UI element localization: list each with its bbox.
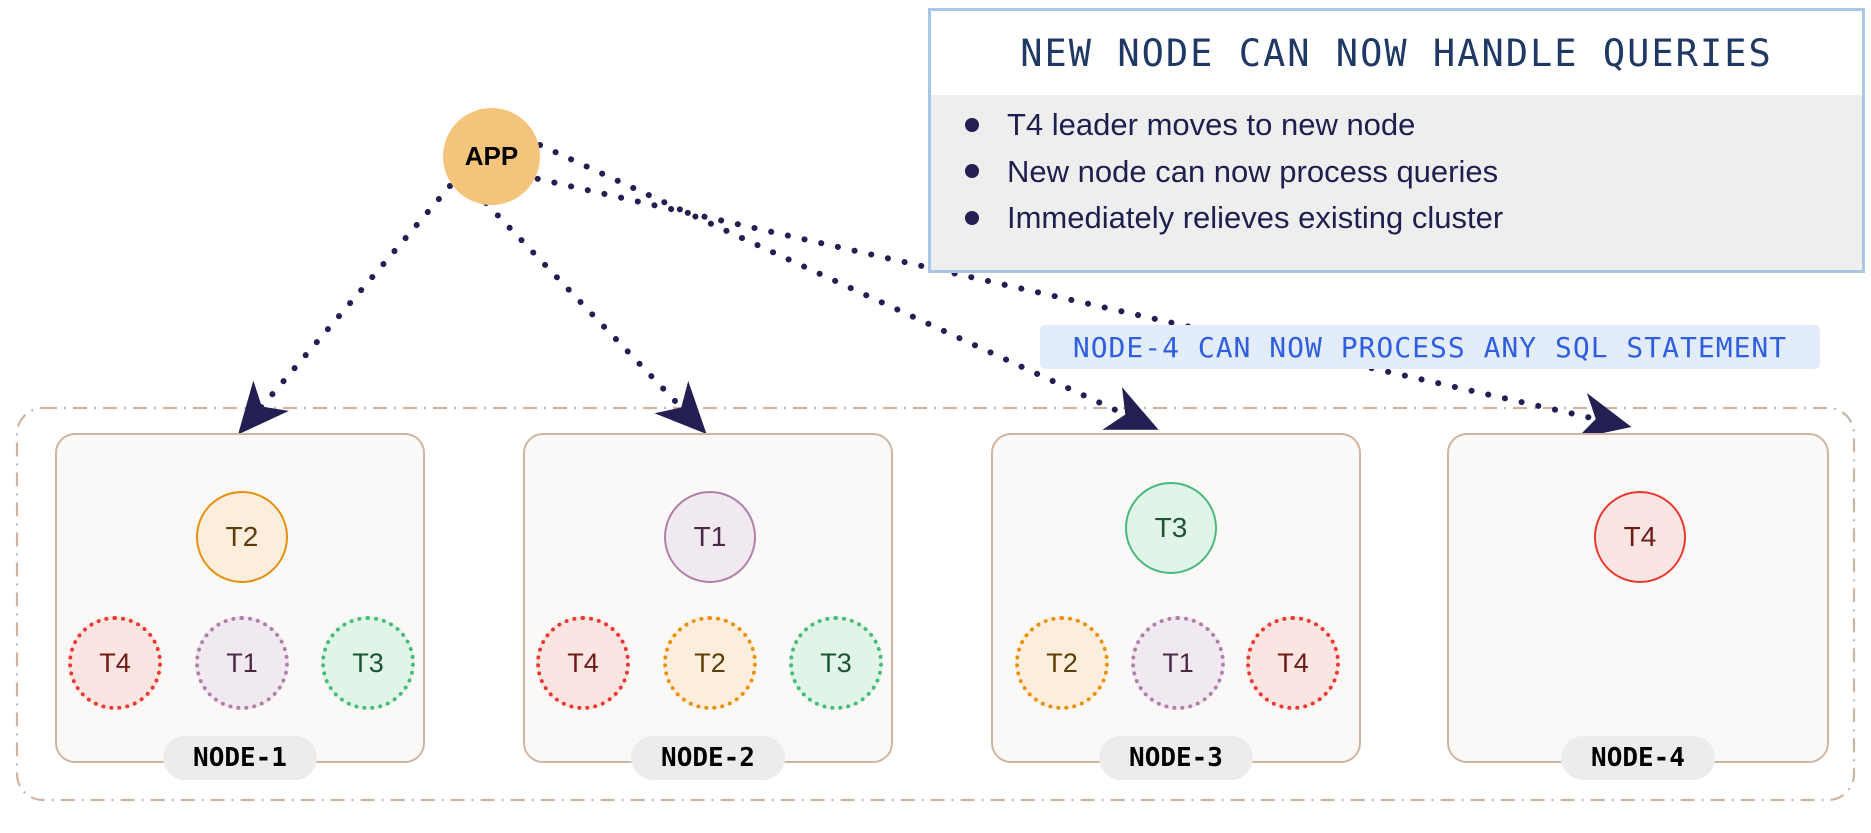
follower-tablet-label: T3: [352, 647, 384, 678]
leader-tablet-label: T3: [1154, 512, 1188, 543]
info-bullet-text: New node can now process queries: [1007, 153, 1499, 189]
leader-tablet-node-2: T1: [664, 491, 756, 583]
info-panel: NEW NODE CAN NOW HANDLE QUERIES T4 leade…: [928, 8, 1865, 273]
follower-tablet-node-2: T2: [663, 616, 757, 710]
leader-tablet-label: T2: [225, 521, 259, 552]
follower-tablet-node-1: T1: [195, 616, 289, 710]
follower-tablet-node-1: T4: [68, 616, 162, 710]
leader-tablet-node-4: T4: [1594, 491, 1686, 583]
info-panel-title: NEW NODE CAN NOW HANDLE QUERIES: [931, 11, 1862, 95]
info-bullet-item: T4 leader moves to new node: [965, 107, 1862, 143]
follower-tablet-node-2: T3: [789, 616, 883, 710]
info-panel-bullet-list: T4 leader moves to new node New node can…: [931, 95, 1862, 236]
bullet-dot-icon: [965, 211, 979, 226]
follower-tablet-label: T4: [1277, 647, 1309, 678]
follower-tablet-label: T2: [1046, 647, 1078, 678]
app-node: APP: [443, 108, 540, 205]
follower-tablet-label: T1: [1162, 647, 1194, 678]
leader-tablet-label: T4: [1623, 521, 1657, 552]
leader-tablet-label: T1: [693, 521, 727, 552]
arrow-app-to-node-1: [238, 183, 453, 435]
node-name-badge: NODE-4: [1561, 736, 1715, 780]
node-box-1: T2 T4 T1 T3 NODE-1: [55, 433, 425, 780]
leader-tablet-node-1: T2: [196, 491, 288, 583]
leader-tablet-node-3: T3: [1125, 482, 1217, 574]
arrow-app-to-node-2: [483, 200, 707, 434]
node-name-badge: NODE-3: [1099, 736, 1253, 780]
follower-tablet-node-2: T4: [536, 616, 630, 710]
info-bullet-text: T4 leader moves to new node: [1007, 107, 1416, 142]
node-name-badge: NODE-1: [163, 736, 317, 780]
follower-tablet-node-3: T4: [1246, 616, 1340, 710]
follower-tablet-label: T4: [99, 647, 131, 678]
node-box-4: T4 NODE-4: [1447, 433, 1829, 780]
sub-banner: NODE-4 CAN NOW PROCESS ANY SQL STATEMENT: [1040, 325, 1820, 369]
follower-tablet-node-3: T2: [1015, 616, 1109, 710]
follower-tablet-label: T3: [820, 647, 852, 678]
info-bullet-text: Immediately relieves existing cluster: [1007, 200, 1504, 236]
bullet-dot-icon: [965, 164, 979, 179]
node-box-2: T1 T4 T2 T3 NODE-2: [523, 433, 893, 780]
info-bullet-item: New node can now process queries: [965, 154, 1862, 190]
follower-tablet-node-1: T3: [321, 616, 415, 710]
bullet-dot-icon: [965, 117, 979, 132]
info-bullet-item: Immediately relieves existing cluster: [965, 200, 1862, 236]
follower-tablet-label: T2: [694, 647, 726, 678]
follower-tablet-label: T4: [567, 647, 599, 678]
follower-tablet-label: T1: [226, 647, 258, 678]
follower-tablet-node-3: T1: [1131, 616, 1225, 710]
node-box-3: T3 T2 T1 T4 NODE-3: [991, 433, 1361, 780]
node-name-badge: NODE-2: [631, 736, 785, 780]
